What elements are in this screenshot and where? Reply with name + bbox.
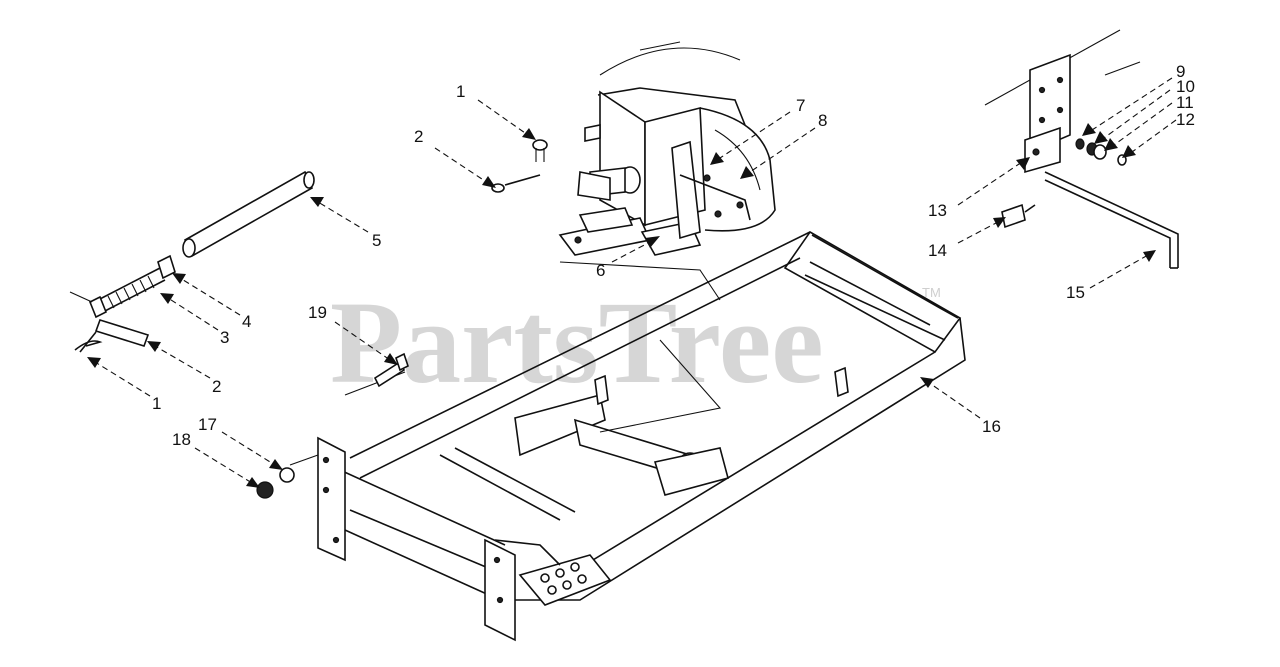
callout-label: 18 (172, 430, 191, 449)
callout-label: 15 (1066, 283, 1085, 302)
callout-label: 1 (152, 394, 161, 413)
watermark-text: PartsTree (330, 277, 824, 408)
callout-label: 5 (372, 231, 381, 250)
callout-label: 2 (414, 127, 423, 146)
callout-label: 11 (1176, 93, 1194, 112)
leader-lines (87, 77, 1177, 488)
callout-label: 14 (928, 241, 947, 260)
callout-label: 17 (198, 415, 217, 434)
callout-label: 8 (818, 111, 827, 130)
callout-label: 13 (928, 201, 947, 220)
callout-label: 3 (220, 328, 229, 347)
callout-label: 16 (982, 417, 1001, 436)
callout-label: 7 (796, 96, 805, 115)
top-pin-assembly (491, 139, 548, 193)
left-rod-assembly (69, 170, 315, 353)
callout-label: 9 (1176, 62, 1185, 81)
callout-label: 10 (1176, 77, 1195, 96)
right-bracket-assembly (984, 29, 1179, 269)
callout-label: 6 (596, 261, 605, 280)
bolt-nut-assembly (256, 352, 409, 499)
callout-label: 19 (308, 303, 327, 322)
watermark-trademark: TM (922, 285, 941, 300)
callout-label: 2 (212, 377, 221, 396)
callout-labels: 1 2 7 8 5 6 4 3 2 1 19 17 18 9 10 11 12 … (152, 62, 1195, 449)
callout-label: 12 (1176, 110, 1195, 129)
transmission-assembly (558, 41, 776, 256)
main-frame (317, 230, 966, 642)
callout-label: 1 (456, 82, 465, 101)
callout-label: 4 (242, 312, 251, 331)
